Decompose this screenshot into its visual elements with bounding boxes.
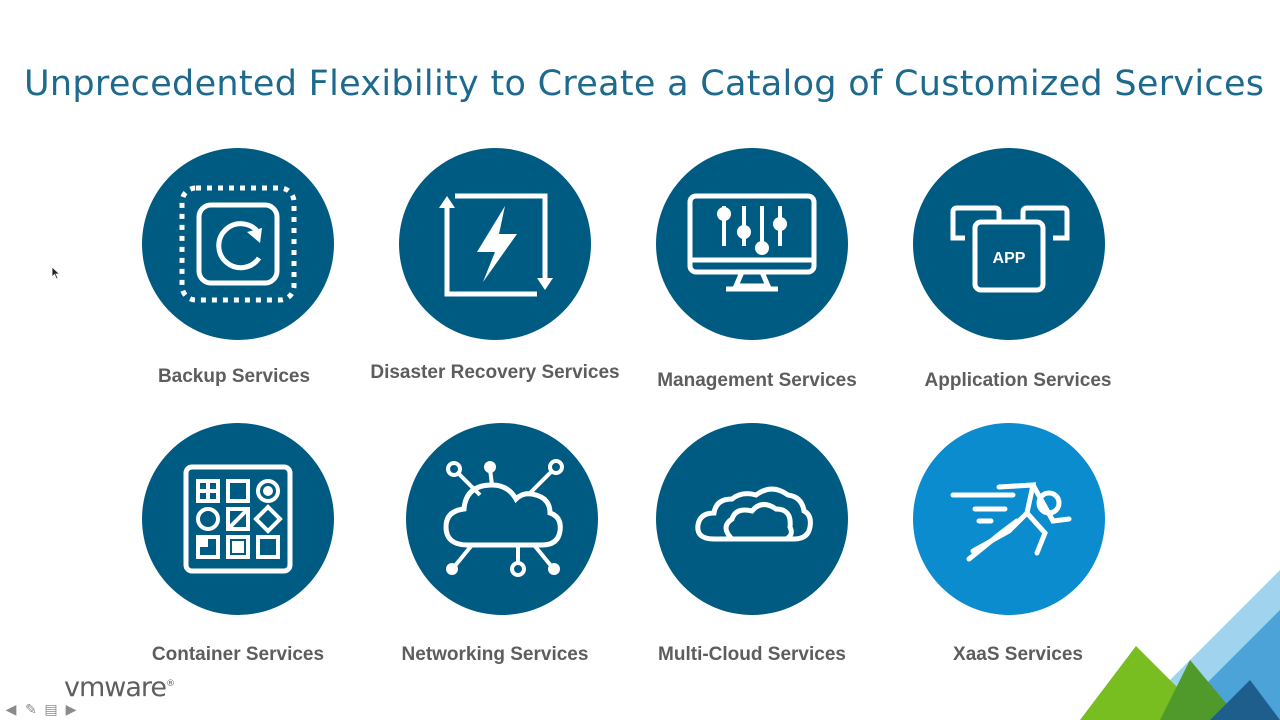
service-label-backup: Backup Services bbox=[157, 366, 311, 387]
service-label-xaas: XaaS Services bbox=[953, 644, 1083, 665]
service-label-multi-cloud: Multi-Cloud Services bbox=[658, 644, 846, 665]
corner-triangles-decoration bbox=[1080, 570, 1280, 720]
runner-icon bbox=[913, 423, 1105, 615]
pen-icon[interactable]: ✎ bbox=[25, 701, 37, 717]
app-icon-text: APP bbox=[993, 250, 1026, 267]
presentation-toolbar: ◀ ✎ ▤ ▶ bbox=[2, 700, 80, 718]
disaster-recovery-icon bbox=[399, 148, 591, 340]
service-label-management: Management Services bbox=[657, 370, 857, 391]
previous-slide-icon[interactable]: ◀ bbox=[5, 701, 17, 717]
app-windows-icon: APP bbox=[913, 148, 1105, 340]
mouse-cursor-icon bbox=[51, 266, 61, 285]
backup-icon bbox=[142, 148, 334, 340]
service-label-container: Container Services bbox=[151, 644, 325, 665]
management-console-icon bbox=[656, 148, 848, 340]
network-cloud-icon bbox=[406, 423, 598, 615]
next-slide-icon[interactable]: ▶ bbox=[65, 701, 77, 717]
service-label-networking: Networking Services bbox=[401, 644, 589, 665]
multi-cloud-icon bbox=[656, 423, 848, 615]
container-grid-icon bbox=[142, 423, 334, 615]
slide-menu-icon[interactable]: ▤ bbox=[44, 701, 58, 717]
vmware-logo: vmware® bbox=[64, 672, 175, 703]
slide-title: Unprecedented Flexibility to Create a Ca… bbox=[24, 64, 1265, 104]
service-label-application: Application Services bbox=[924, 370, 1112, 391]
service-label-disaster-recovery: Disaster Recovery Services bbox=[370, 362, 620, 383]
